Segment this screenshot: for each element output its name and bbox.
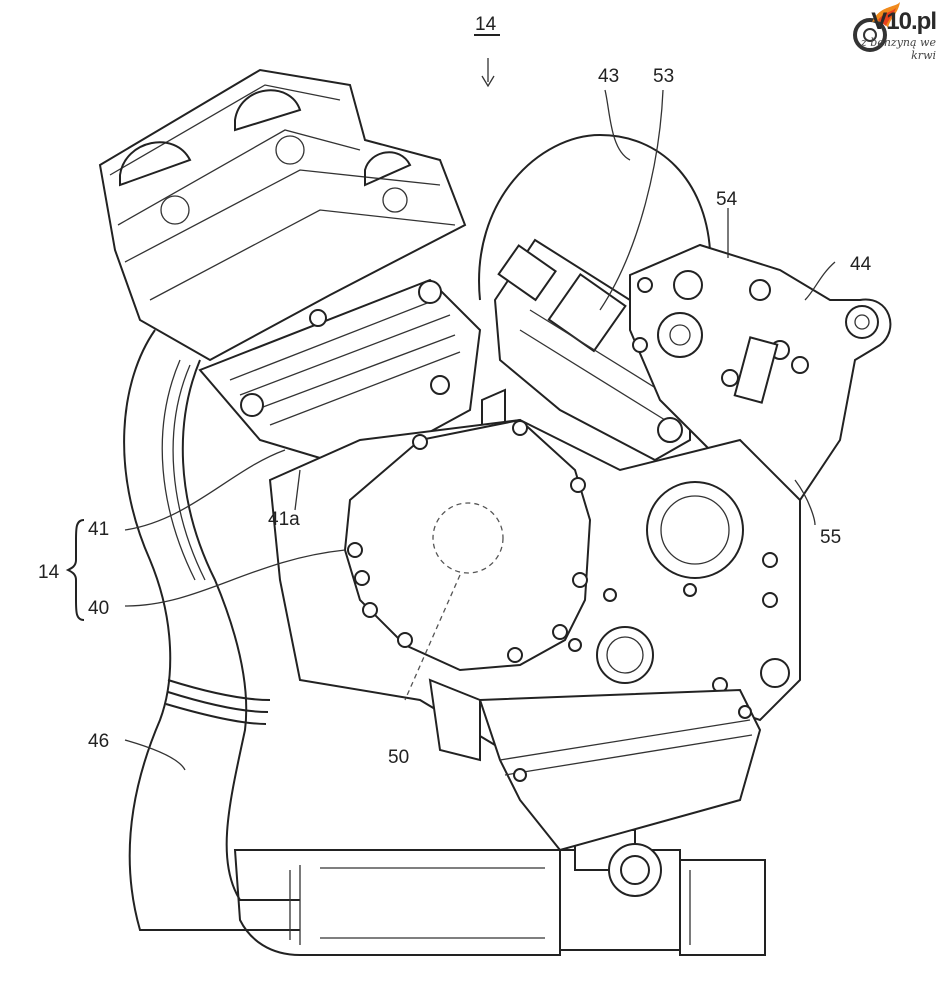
crankcase: [270, 420, 800, 850]
label-41: 41: [88, 519, 109, 540]
label-40: 40: [88, 598, 109, 619]
label-43: 43: [598, 66, 619, 87]
label-41a: 41a: [268, 509, 300, 530]
label-54: 54: [716, 189, 738, 210]
label-14-side: 14: [38, 562, 60, 583]
logo-tagline: z benzyną we krwi: [840, 36, 936, 62]
label-14-figure: 14: [475, 14, 497, 35]
exhaust-collector: [235, 830, 765, 955]
label-46: 46: [88, 731, 109, 752]
label-55: 55: [820, 527, 841, 548]
label-50: 50: [388, 747, 409, 768]
site-logo[interactable]: V10.pl z benzyną we krwi: [840, 8, 936, 62]
label-53: 53: [653, 66, 674, 87]
label-44: 44: [850, 254, 872, 275]
logo-brand-text: V10.pl: [840, 8, 936, 36]
